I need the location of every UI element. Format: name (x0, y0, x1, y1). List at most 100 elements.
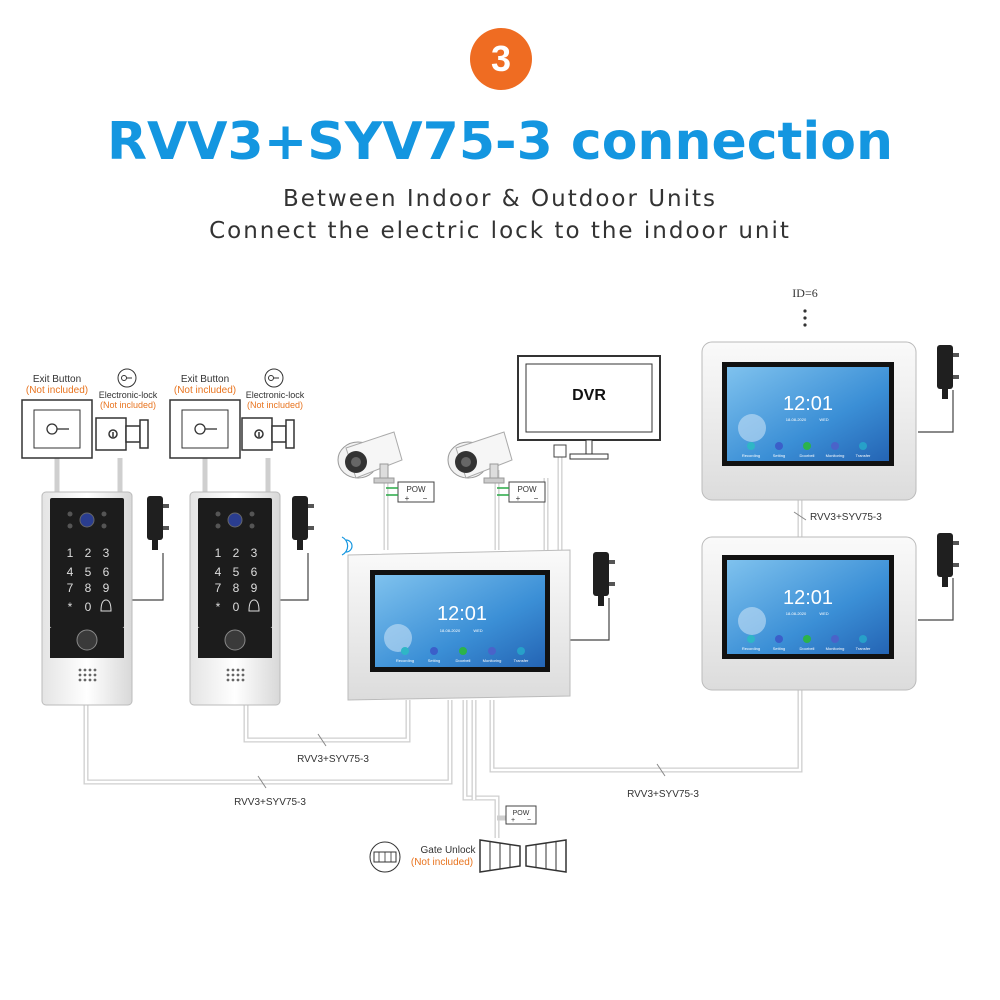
not-included-label: (Not included) (174, 385, 236, 396)
key-3: 3 (251, 546, 258, 560)
step-badge: 3 (470, 28, 532, 90)
clock-day: WED (819, 611, 828, 616)
not-included-label: (Not included) (247, 400, 303, 410)
key-1: 1 (215, 546, 222, 560)
pow-minus: − (534, 494, 539, 503)
clock-time: 12:01 (437, 603, 487, 625)
pow-label: POW (517, 485, 537, 494)
app-recording: Recording (742, 646, 760, 651)
exit-button-2: Exit Button (Not included) (169, 374, 241, 459)
electronic-lock-2: Electronic-lock (Not included) (241, 368, 305, 451)
electronic-lock-1: Electronic-lock (Not included) (95, 368, 158, 451)
power-box-1: POW + − (386, 481, 435, 503)
camera-icon (337, 431, 403, 484)
pow-plus: + (516, 494, 521, 503)
page-title: RVV3+SYV75-3 connection (107, 112, 893, 172)
key-2: 2 (85, 546, 92, 560)
power-adapter-icon (147, 496, 169, 550)
gate-unlock: Gate Unlock (Not included) (369, 839, 567, 873)
electronic-lock-label: Electronic-lock (246, 390, 305, 400)
clock-time: 12:01 (783, 587, 833, 609)
key-5: 5 (85, 565, 92, 579)
app-recording: Recording (742, 453, 760, 458)
power-box-gate: POW + − (505, 805, 537, 825)
cctv-camera-2 (447, 431, 513, 484)
monitoring-icon (488, 647, 496, 655)
key-6: 6 (251, 565, 258, 579)
clock-date: 18-08-2020 (786, 611, 807, 616)
key-9: 9 (103, 581, 110, 595)
cable-label-extension: RVV3+SYV75-3 (627, 789, 699, 800)
dvr-monitor: DVR (517, 355, 661, 460)
electronic-lock-label: Electronic-lock (99, 390, 158, 400)
app-doorbell: Doorbell (800, 646, 815, 651)
pow-plus: + (405, 494, 410, 503)
fingerprint-icon (76, 629, 98, 651)
exit-button-1: Exit Button (Not included) (21, 374, 93, 459)
key-4: 4 (215, 565, 222, 579)
camera-lens-icon (79, 512, 95, 528)
camera-icon (447, 431, 513, 484)
clock-date: 18-08-2020 (786, 417, 807, 422)
subtitle-line-1: Between Indoor & Outdoor Units (282, 186, 718, 212)
pow-plus: + (511, 817, 515, 824)
cable-label-panel2: RVV3+SYV75-3 (297, 754, 369, 765)
key-8: 8 (85, 581, 92, 595)
doorbell-icon (803, 442, 811, 450)
transfer-icon (859, 442, 867, 450)
app-setting: Setting (773, 646, 785, 651)
clock-time: 12:01 (783, 393, 833, 415)
bell-icon (100, 599, 112, 612)
pow-minus: − (527, 817, 531, 824)
bell-icon (248, 599, 260, 612)
recording-icon (401, 647, 409, 655)
clock-day: WED (473, 628, 482, 633)
app-doorbell: Doorbell (800, 453, 815, 458)
indoor-monitor-ext-2: 12:01 18-08-2020 WED Recording Setting D… (701, 533, 959, 691)
power-adapter-icon (937, 533, 959, 587)
outdoor-unit-2: 1 2 3 4 5 6 7 8 9 * 0 (189, 491, 314, 706)
app-transfer: Transfer (856, 646, 871, 651)
app-setting: Setting (773, 453, 785, 458)
key-8: 8 (233, 581, 240, 595)
transfer-icon (859, 635, 867, 643)
monitoring-icon (831, 635, 839, 643)
wifi-icon (341, 536, 353, 556)
key-star: * (216, 600, 221, 614)
doorbell-icon (803, 635, 811, 643)
key-1: 1 (67, 546, 74, 560)
indoor-monitor-main: 12:01 18-08-2020 WED Recording Setting D… (341, 536, 615, 701)
outdoor-unit-1: 1 2 3 4 5 6 7 8 9 * 0 (41, 491, 169, 706)
app-transfer: Transfer (514, 658, 529, 663)
key-star: * (68, 600, 73, 614)
key-0: 0 (85, 600, 92, 614)
power-box-2: POW + − (497, 481, 546, 503)
app-monitoring: Monitoring (826, 646, 845, 651)
key-3: 3 (103, 546, 110, 560)
app-setting: Setting (428, 658, 440, 663)
key-5: 5 (233, 565, 240, 579)
indoor-monitor-ext-1: ID=6 12:01 18-08-2020 WED Recording Sett… (701, 286, 959, 501)
app-transfer: Transfer (856, 453, 871, 458)
power-adapter-icon (593, 552, 615, 606)
app-doorbell: Doorbell (456, 658, 471, 663)
transfer-icon (517, 647, 525, 655)
clock-day: WED (819, 417, 828, 422)
pow-minus: − (423, 494, 428, 503)
doorbell-icon (459, 647, 467, 655)
camera-lens-icon (227, 512, 243, 528)
key-4: 4 (67, 565, 74, 579)
cable-label-panel1: RVV3+SYV75-3 (234, 797, 306, 808)
dvr-label: DVR (572, 387, 606, 404)
key-7: 7 (215, 581, 222, 595)
key-7: 7 (67, 581, 74, 595)
subtitle-line-2: Connect the electric lock to the indoor … (209, 218, 791, 244)
clock-date: 18-08-2020 (440, 628, 461, 633)
exit-button-label: Exit Button (181, 374, 229, 385)
power-adapter-icon (292, 496, 314, 550)
recording-icon (747, 442, 755, 450)
setting-icon (775, 442, 783, 450)
pow-label: POW (406, 485, 426, 494)
key-9: 9 (251, 581, 258, 595)
monitoring-icon (831, 442, 839, 450)
